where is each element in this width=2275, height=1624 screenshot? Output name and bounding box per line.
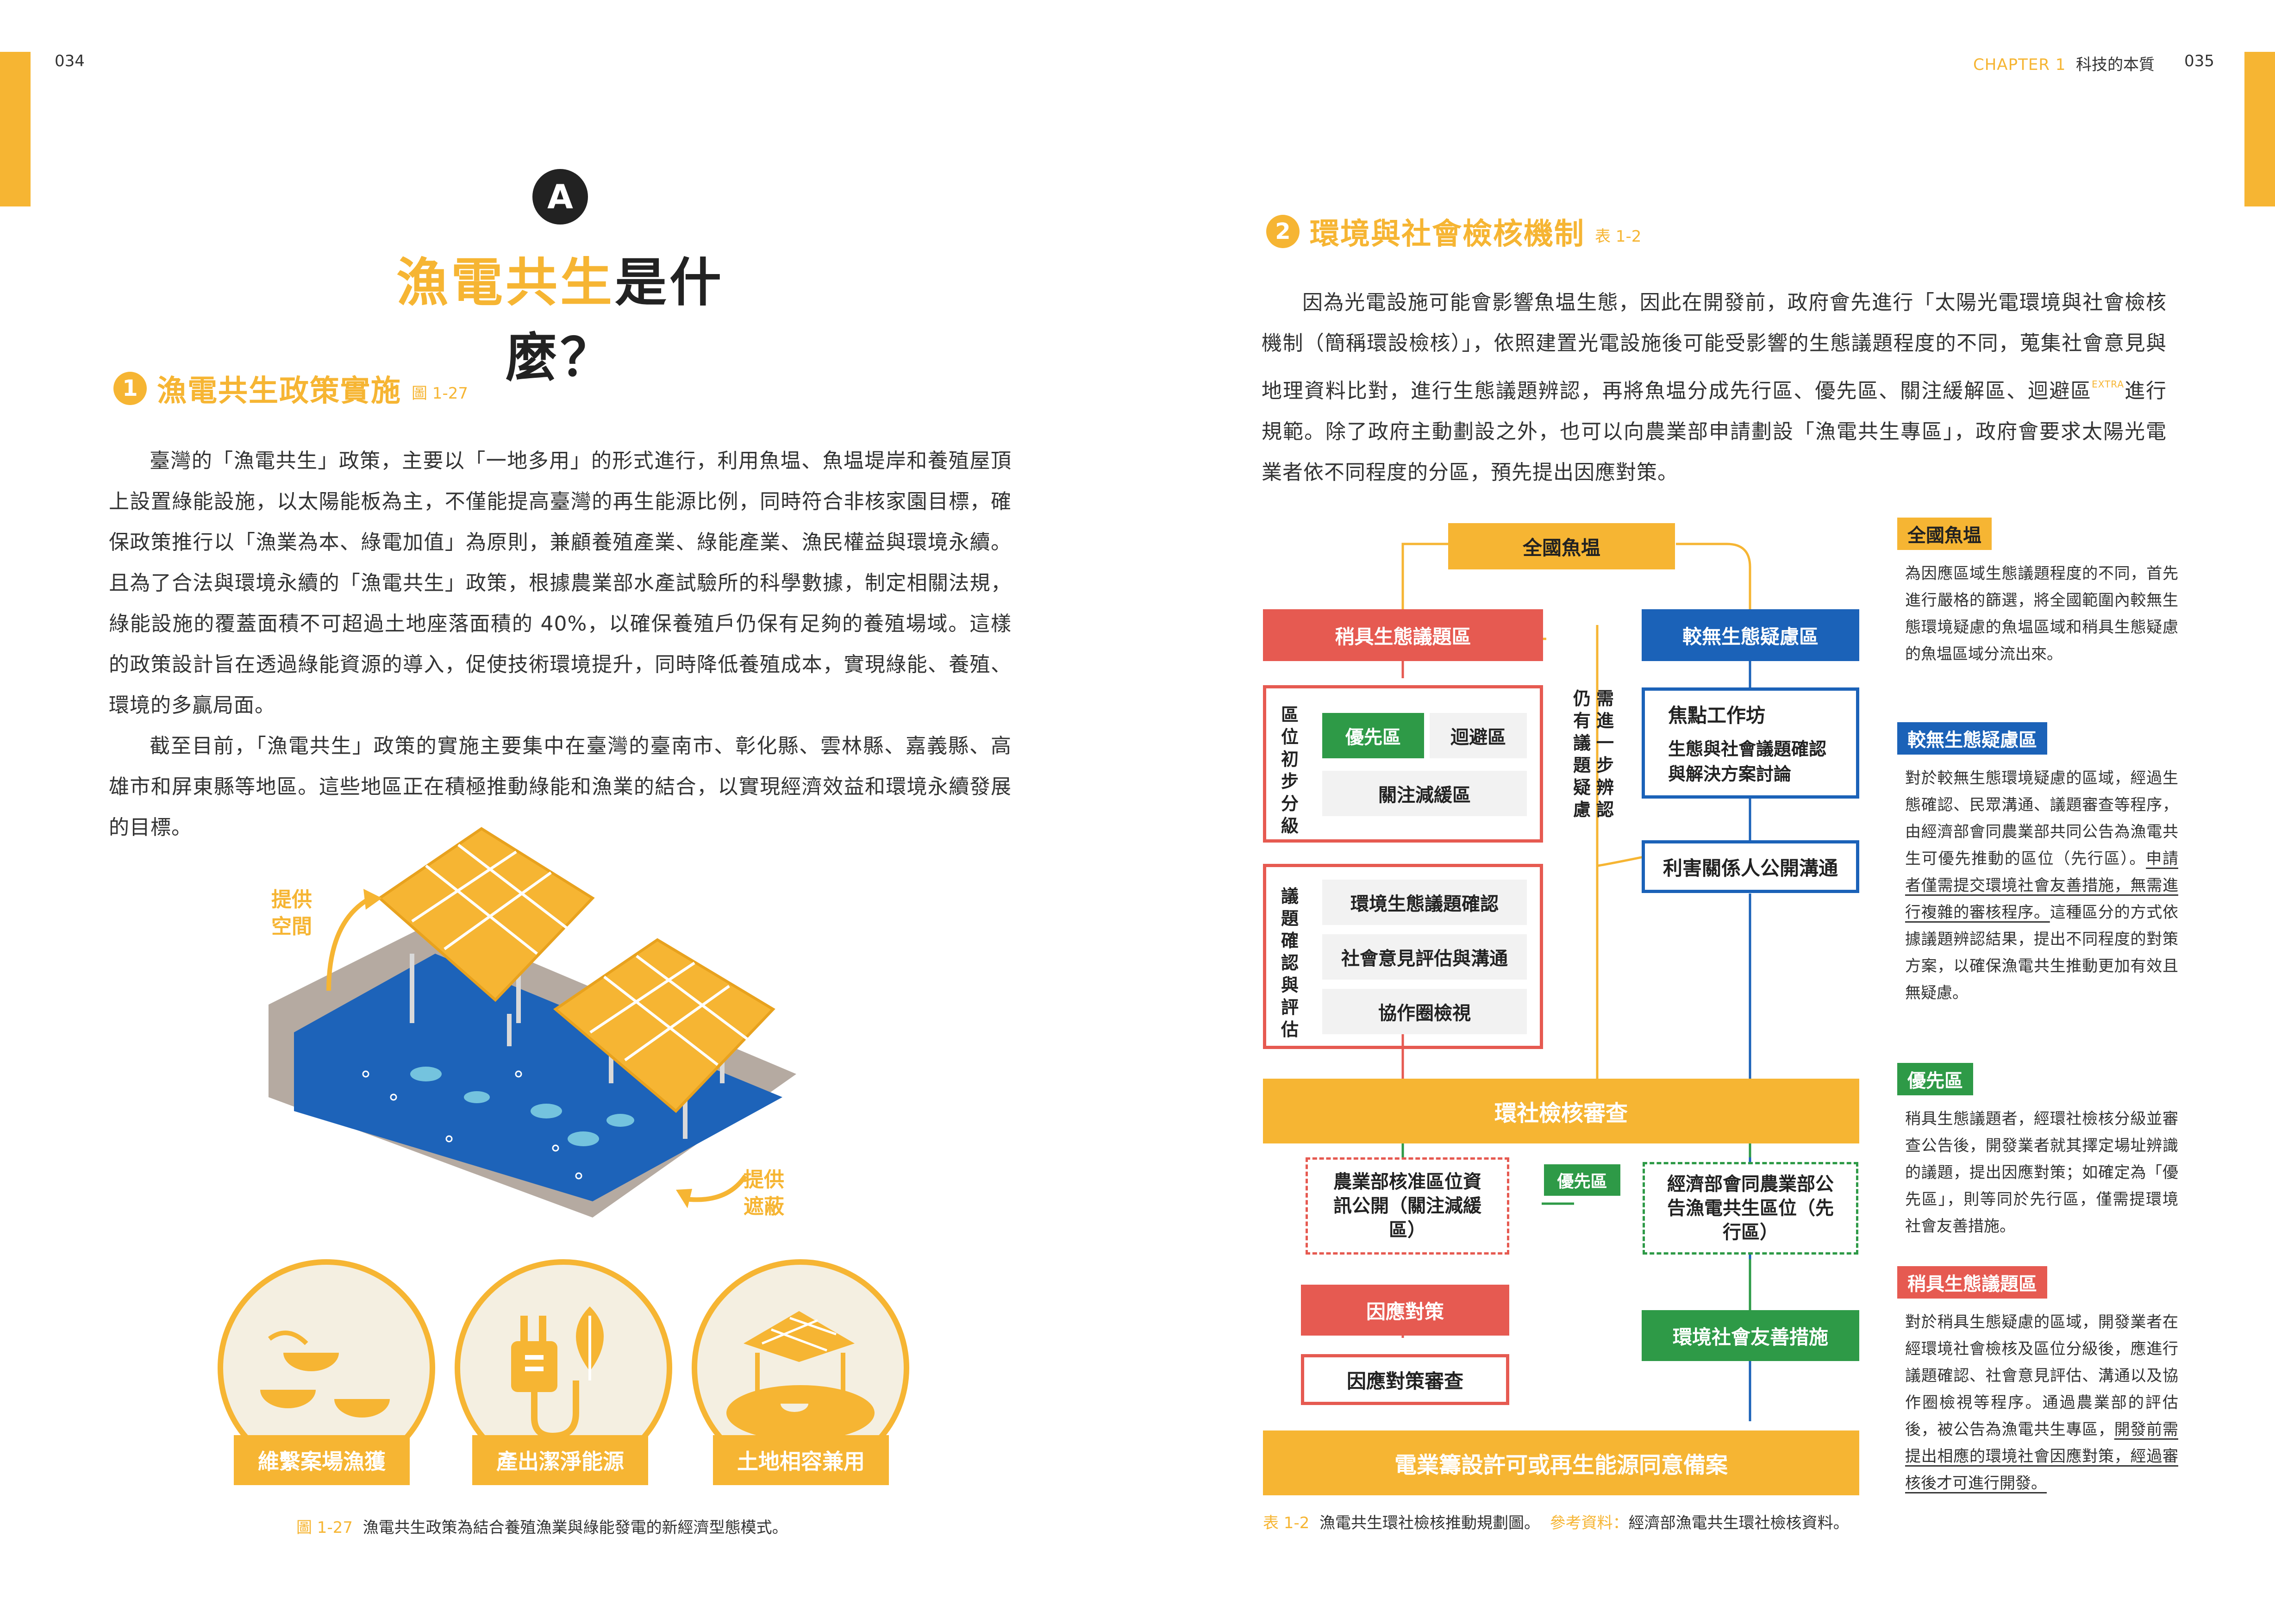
left-caption: 圖 1-27 漁電共生政策為結合養殖漁業與綠能發電的新經濟型態模式。 <box>296 1515 788 1537</box>
fishpond-solar-illustration <box>269 827 796 1218</box>
side-text-national: 為因應區域生態議題程度的不同，首先進行嚴格的篩選，將全國範圍內較無生態環境疑慮的… <box>1905 564 2178 663</box>
pill-energy: 產出潔淨能源 <box>472 1435 648 1485</box>
running-head-title: 科技的本質 <box>2076 56 2155 74</box>
vlabel-need-identify: 需進一步辨認 <box>1596 688 1614 820</box>
label-provide-shade: 提供 遮蔽 <box>744 1168 784 1218</box>
left-paragraph-1: 臺灣的「漁電共生」政策，主要以「一地多用」的形式進行，利用魚塭、魚塭堤岸和養殖屋… <box>109 449 1012 717</box>
right-caption-text: 漁電共生環社檢核推動規劃圖。 <box>1319 1514 1540 1532</box>
node-priority-arrow: 優先區 <box>1544 1164 1620 1196</box>
subheading-2-title: 環境與社會檢核機制 <box>1310 217 1585 251</box>
node-social-eval: 社會意見評估與溝通 <box>1322 934 1527 980</box>
node-response: 因應對策 <box>1301 1285 1509 1336</box>
group-issue-confirm <box>1263 864 1543 1049</box>
side-label-priority: 優先區 <box>1897 1063 1973 1095</box>
fish-group <box>410 1067 634 1146</box>
node-red-head: 稍具生態議題區 <box>1263 609 1543 661</box>
node-concern-zone: 關注減緩區 <box>1322 771 1527 816</box>
solar-pond-icon <box>726 1311 875 1441</box>
left-caption-text: 漁電共生政策為結合養殖漁業與綠能發電的新經濟型態模式。 <box>362 1518 788 1537</box>
right-page-tab <box>2244 52 2275 206</box>
bubbles <box>362 1070 582 1180</box>
pond-water <box>294 954 782 1201</box>
section-letter-badge: A <box>532 169 588 225</box>
right-body: 因為光電設施可能會影響魚塭生態，因此在開發前，政府會先進行「太陽光電環境與社會檢… <box>1262 282 2167 493</box>
node-priority-zone: 優先區 <box>1322 713 1424 758</box>
pill-land: 土地相容兼用 <box>713 1435 889 1485</box>
right-page-number: 035 <box>2184 52 2214 70</box>
subheading-1-ref: 圖 1-27 <box>412 384 468 403</box>
node-response-review: 因應對策審查 <box>1301 1354 1509 1405</box>
page-title: 漁電共生是什麼？ <box>356 241 764 391</box>
node-final: 電業籌設許可或再生能源同意備案 <box>1263 1430 1859 1495</box>
node-review: 環社檢核審查 <box>1263 1079 1859 1143</box>
right-caption: 表 1-2 漁電共生環社檢核推動規劃圖。 參考資料：經濟部漁電共生環社檢核資料。 <box>1263 1510 1849 1533</box>
node-agri-approve: 農業部核准區位資訊公開（關注減緩區） <box>1306 1157 1509 1255</box>
left-paragraph-2: 截至目前，「漁電共生」政策的實施主要集中在臺灣的臺南市、彰化縣、雲林縣、嘉義縣、… <box>109 734 1012 839</box>
left-caption-number: 圖 1-27 <box>296 1518 353 1537</box>
running-head-chapter: CHAPTER 1 <box>1973 56 2066 74</box>
side-label-national: 全國魚塭 <box>1897 518 1992 550</box>
subheading-2-ref: 表 1-2 <box>1595 227 1642 246</box>
left-page-tab <box>0 52 31 206</box>
subheading-1-title: 漁電共生政策實施 <box>157 374 401 408</box>
side-label-red: 稍具生態議題區 <box>1897 1266 2047 1299</box>
side-text-blue: 對於較無生態環境疑慮的區域，經過生態確認、民眾溝通、議題審查等程序，由經濟部會同… <box>1905 769 2178 1002</box>
node-avoid-zone: 迴避區 <box>1430 713 1527 758</box>
node-eco-confirm: 環境生態議題確認 <box>1322 880 1527 925</box>
left-page-number: 034 <box>55 52 85 70</box>
node-moea-announce: 經濟部會同農業部公告漁電共生區位（先行區） <box>1643 1162 1858 1255</box>
group-zone-grading <box>1263 685 1543 843</box>
right-caption-number: 表 1-2 <box>1263 1514 1310 1532</box>
node-stakeholder: 利害關係人公開溝通 <box>1642 840 1859 893</box>
arrow-shade <box>685 1174 748 1202</box>
right-caption-source-label: 參考資料： <box>1550 1514 1629 1532</box>
running-head: CHAPTER 1 科技的本質 <box>1973 52 2155 75</box>
node-collab: 協作圈檢視 <box>1322 989 1527 1034</box>
arrow-up-space <box>326 896 372 991</box>
side-text-priority: 稍具生態議題者，經環社檢核分級並審查公告後，開發業者就其擇定場址辨識的議題，提出… <box>1905 1110 2178 1236</box>
side-text-red: 對於稍具生態疑慮的區域，開發業者在經環境社會檢核及區位分級後，應進行議題確認、社… <box>1905 1313 2178 1493</box>
node-friendly-measures: 環境社會友善措施 <box>1642 1310 1859 1361</box>
left-body: 臺灣的「漁電共生」政策，主要以「一地多用」的形式進行，利用魚塭、魚塭堤岸和養殖屋… <box>109 441 1012 848</box>
solar-panel-2 <box>553 938 775 1113</box>
side-label-blue: 較無生態疑慮區 <box>1897 722 2047 755</box>
vlabel-zone-grading: 區位初步分級 <box>1281 705 1299 836</box>
vlabel-still-doubt: 仍有議題疑慮 <box>1573 688 1591 820</box>
node-blue-head: 較無生態疑慮區 <box>1642 609 1859 661</box>
page-title-highlight: 漁電共生 <box>396 253 615 313</box>
fish-bowls-icon <box>260 1330 390 1418</box>
node-national-ponds: 全國魚塭 <box>1448 523 1675 569</box>
page-title-rest: 是什麼？ <box>506 253 724 388</box>
workshop-subtitle: 生態與社會議題確認與解決方案討論 <box>1668 738 1827 784</box>
workshop-title: 焦點工作坊 <box>1668 704 1766 727</box>
solar-panel-1 <box>377 827 595 1002</box>
right-paragraph: 因為光電設施可能會影響魚塭生態，因此在開發前，政府會先進行「太陽光電環境與社會檢… <box>1262 291 2167 484</box>
vlabel-issue-confirm: 議題確認與評估 <box>1281 886 1299 1040</box>
extra-marker: EXTRA <box>2092 379 2125 390</box>
subheading-2: 2 環境與社會檢核機制 表 1-2 <box>1266 210 1641 253</box>
right-caption-source: 經濟部漁電共生環社檢核資料。 <box>1628 1514 1849 1532</box>
node-workshop: 焦點工作坊 生態與社會議題確認與解決方案討論 <box>1642 687 1859 799</box>
pill-fishing: 維繫案場漁獲 <box>234 1435 410 1485</box>
label-provide-space: 提供 空間 <box>271 888 312 938</box>
subheading-1-number: 1 <box>113 372 147 405</box>
subheading-1: 1 漁電共生政策實施 圖 1-27 <box>113 367 468 410</box>
subheading-2-number: 2 <box>1266 215 1300 248</box>
